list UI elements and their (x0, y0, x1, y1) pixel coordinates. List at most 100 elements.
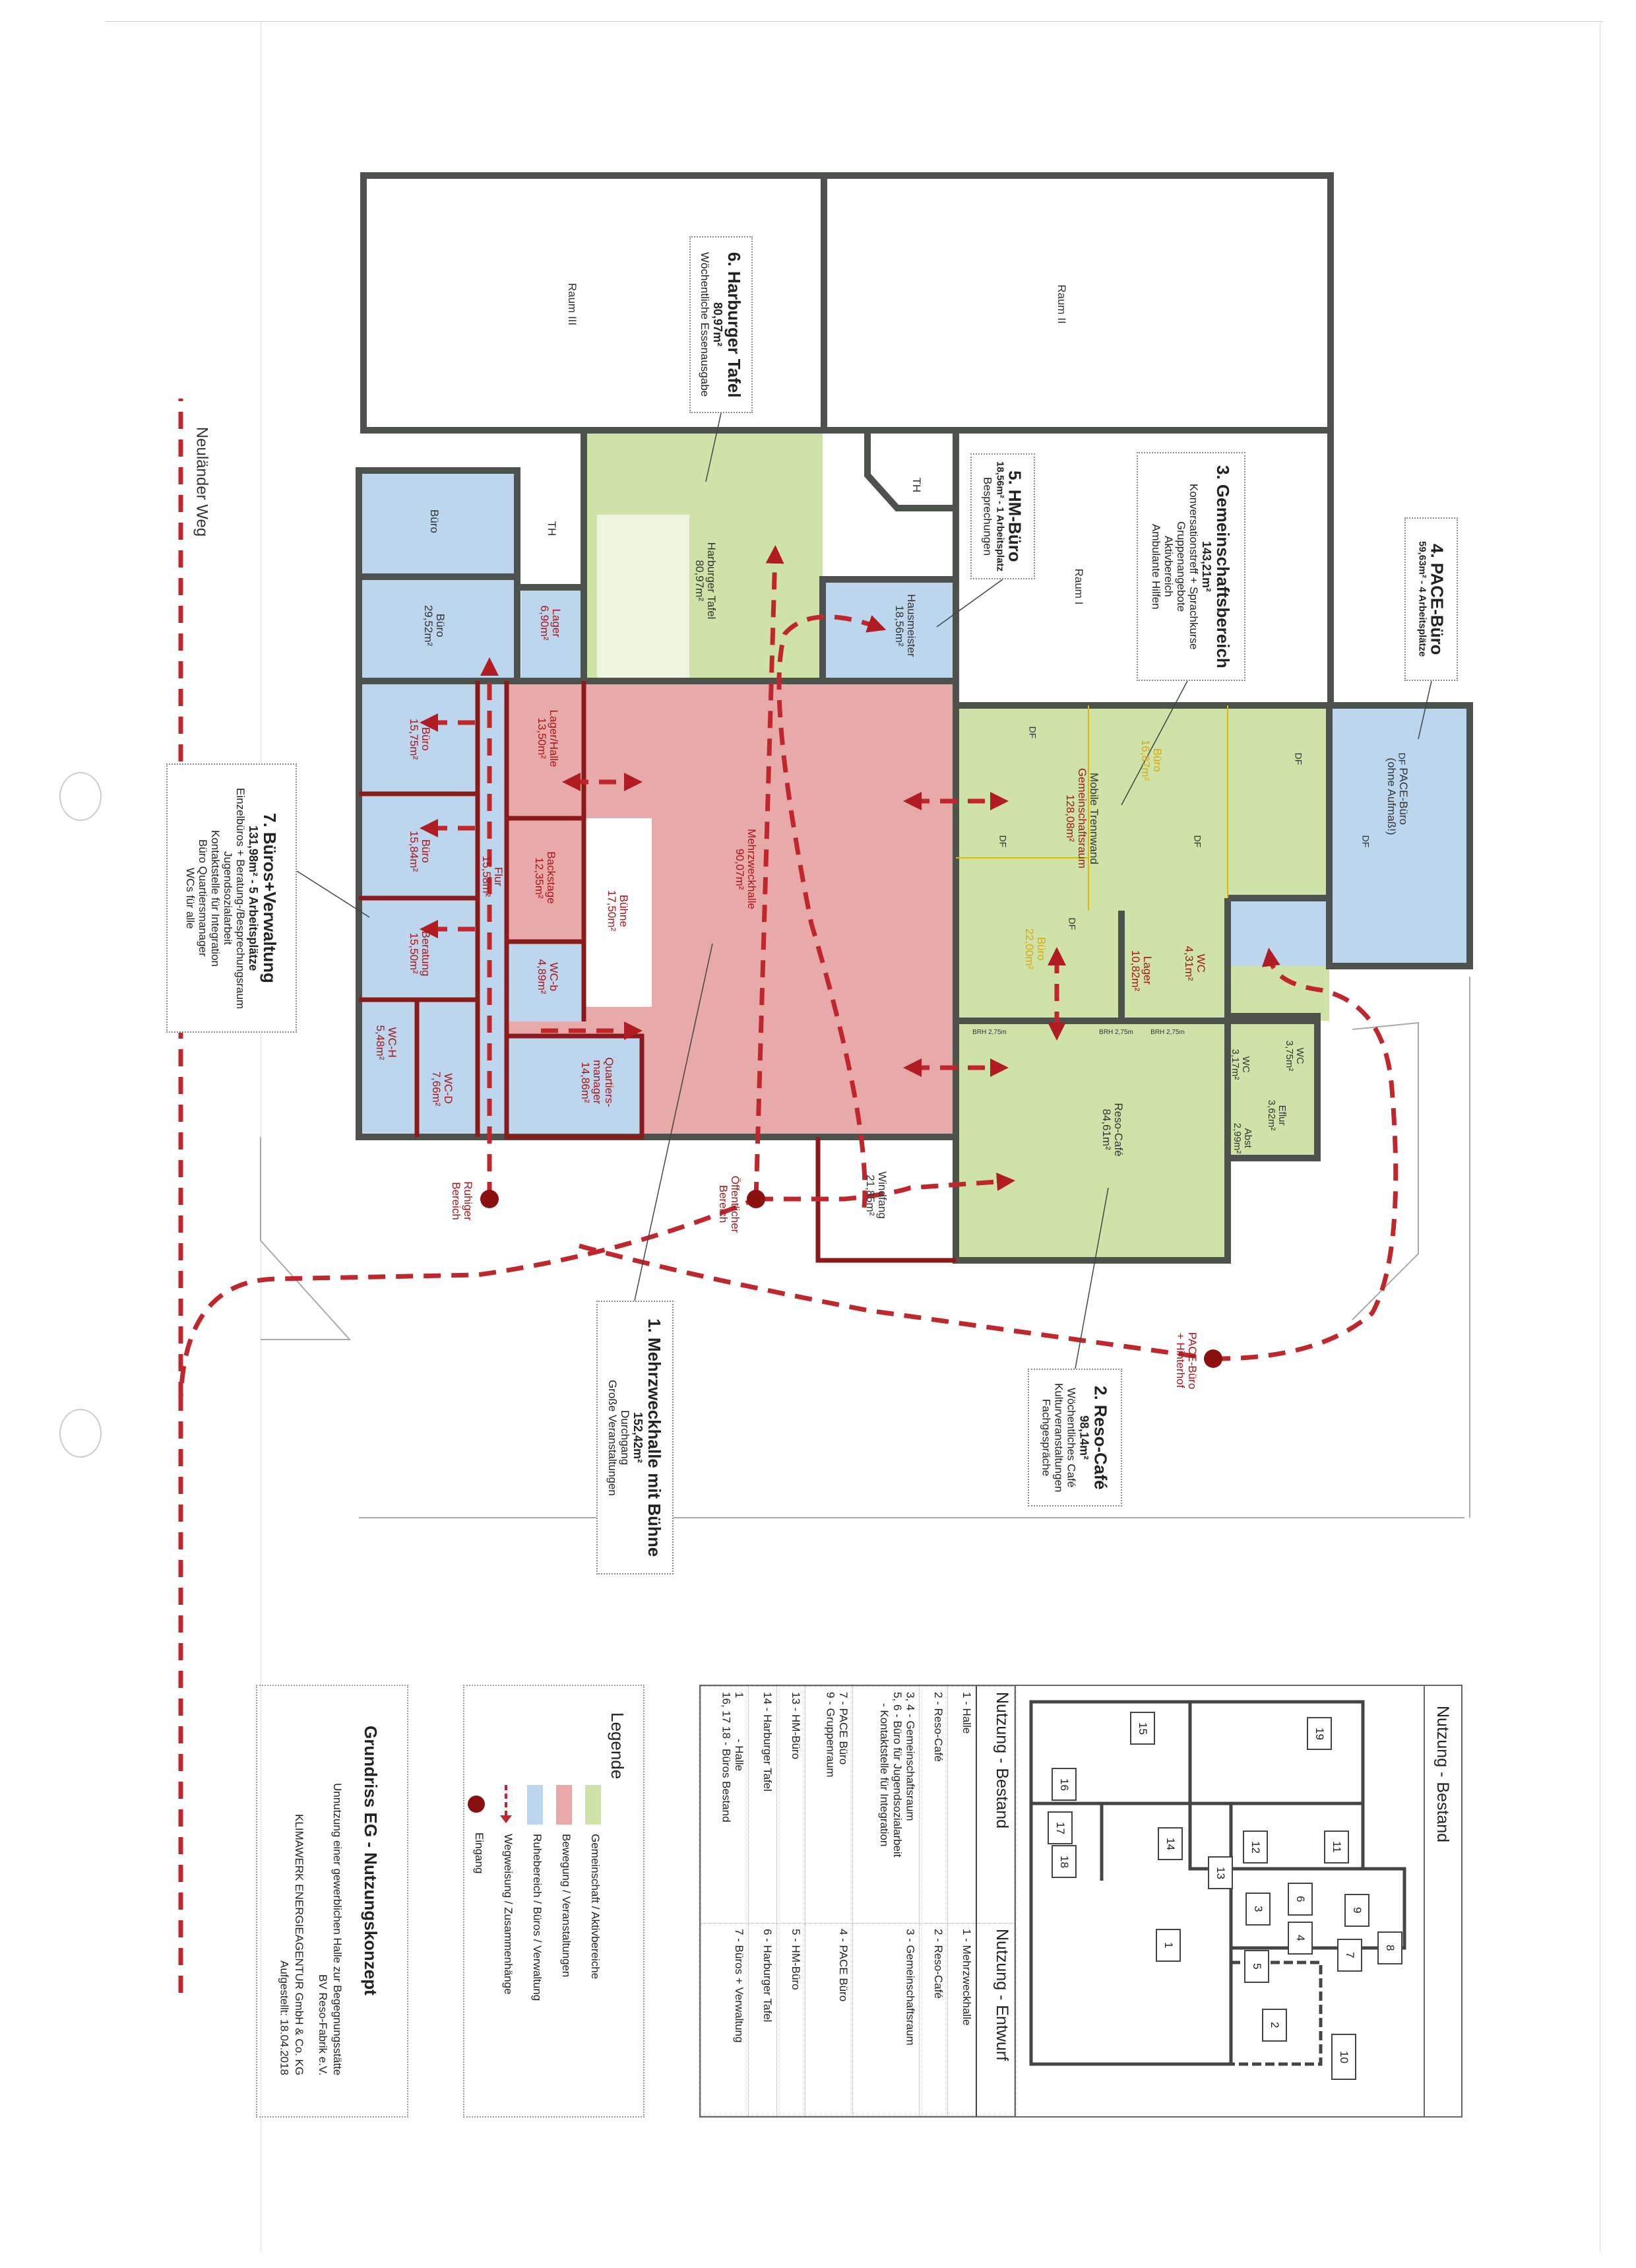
green-swatch (585, 1785, 601, 1825)
room-name: Harburger Tafel (705, 542, 718, 620)
room-area: 18,56m² (893, 604, 906, 647)
room-name: WC (1194, 954, 1207, 973)
cell-line: 3, 4 - Gemeinschaftsraum (904, 1692, 917, 1821)
room-name: Büro (433, 614, 447, 637)
street-label: Neuländer Weg (193, 426, 211, 537)
cell-entwurf: 7 - Büros + Verwaltung (700, 1923, 749, 2116)
entrance-line: PACE-Büro (1185, 1332, 1199, 1390)
mobile-trennwand-label: Mobile Trennwand (1087, 772, 1100, 864)
header-bestand: Nutzung - Bestand (976, 1685, 1015, 1924)
room-name: Büro (419, 727, 432, 751)
room-name: Beratung (419, 930, 432, 977)
leader-lines (296, 412, 1432, 1369)
legend-title: Legende (608, 1712, 627, 1780)
mini-plan-label: 3 (1245, 1893, 1271, 1926)
fill-blue-wcb (507, 942, 584, 1021)
mini-plan-label: 5 (1244, 1950, 1269, 1983)
punch-hole-icon (59, 772, 102, 821)
entrance-line: Bereich (450, 1182, 462, 1220)
room-area: 80,97m² (693, 560, 706, 602)
room-area: 15,58m² (480, 855, 493, 897)
red-walls (359, 681, 956, 1263)
room-area: 3,17m² (1230, 1049, 1241, 1080)
mini-plan-label: 7 (1337, 1939, 1362, 1972)
cell-line: 5, 6 - Büro für Jugendsozialarbeit (891, 1692, 904, 1858)
cell-line: 7 - PACE Büro (836, 1692, 850, 1765)
wall-windfang (815, 1137, 956, 1263)
fill-white-harburger-inner (597, 515, 689, 680)
room-name: WC-D (441, 1073, 455, 1105)
site-outline (260, 977, 1470, 1518)
path-hausmeister (776, 614, 887, 1208)
entrance-line: Bereich (717, 1185, 730, 1223)
cell-line: 1 - Halle (960, 1692, 974, 1734)
entrance-line: Ruhiger (461, 1181, 474, 1221)
df-label: DF (1397, 752, 1408, 765)
cell-entwurf: 1 - Mehrzweckhalle (947, 1923, 977, 2116)
legend-item-eingang: Eingang (468, 1785, 486, 2001)
room-name: PACE-Büro (1397, 767, 1410, 826)
leader-line (1075, 1187, 1109, 1369)
wall-quartiersmanager (504, 1033, 645, 1140)
mini-plan-label: 1 (1156, 1929, 1181, 1962)
leader-line (1121, 680, 1188, 806)
header-entwurf: Nutzung - Entwurf (976, 1923, 1015, 2116)
room-name: WC-H (385, 1027, 398, 1058)
room-name: Backstage (544, 851, 557, 904)
room-area: 3,62m² (1266, 1099, 1277, 1131)
callout-title: 2. Reso-Café (1090, 1385, 1111, 1490)
fill-blue-buero-top (359, 470, 517, 577)
brh-label: BRH 2,75m (1099, 1028, 1133, 1036)
callout-title: 6. Harburger Tafel (724, 251, 745, 398)
dashed-arrow-icon (500, 1785, 512, 1823)
callout-title: 1. Mehrzweckhalle mit Bühne (645, 1318, 665, 1557)
cell-line: 16, 17 18 - Büros Bestand (720, 1692, 733, 1823)
room-note: (ohne Aufmaß!) (1385, 758, 1398, 835)
legend-label: Ruhebereich / Büros / Verwaltung (531, 1834, 544, 2001)
fill-blue-lager (521, 587, 584, 681)
room-area: 15,75m² (408, 718, 420, 760)
room-pace-buero: PACE-Büro(ohne Aufmaß!) (1385, 758, 1410, 835)
df-label: DF (1027, 726, 1038, 739)
room-name: WC (1240, 1056, 1251, 1073)
callout-line: Einzelbüros + Beratung-/Besprechungsraum (234, 787, 247, 1009)
entrance-line: + Hinterhof (1174, 1333, 1187, 1388)
cell-entwurf: 5 - HM-Büro (776, 1923, 805, 2116)
callout-line: WCs für alle (183, 867, 197, 929)
callout-area: 59,63m² - 4 Arbeitsplätze (1416, 541, 1428, 657)
room-th-right: TH (910, 477, 923, 493)
leader-line (634, 943, 713, 1301)
callout-area: 131,98m² - 5 Arbeitsplätze (247, 825, 261, 971)
punch-hole-icon (59, 1409, 102, 1458)
room-name: WC-b (547, 962, 560, 991)
callout-title: 7. Büros+Verwaltung (260, 813, 280, 983)
cell-line: 1 - Halle (733, 1692, 746, 1771)
entrance-line: Öffentlicher (728, 1175, 741, 1233)
room-name: Lager (550, 608, 563, 637)
callout-title: 4. PACE-Büro (1427, 543, 1447, 655)
leader-line (705, 412, 722, 482)
mini-plan-label: 17 (1048, 1811, 1073, 1844)
mini-plan-label: 19 (1307, 1717, 1332, 1750)
wall-pace (1326, 702, 1473, 969)
site-line (260, 1137, 352, 1340)
client: BV Reso-Fabrik e.V. (316, 1974, 329, 2075)
callout-line: Jugendsozialarbeit (221, 851, 234, 945)
